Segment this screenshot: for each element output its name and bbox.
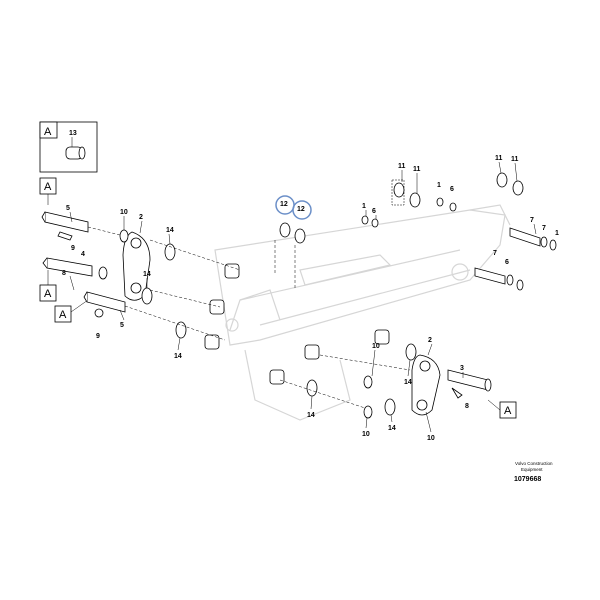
part-label-5: 5 [66, 205, 70, 212]
pin-13-icon [65, 146, 86, 160]
part-label-11: 11 [413, 166, 421, 173]
ref-box-a-1: A [39, 177, 57, 205]
part-label-12: 12 [280, 201, 288, 208]
part-label-13: 13 [69, 130, 77, 137]
part-label-1: 1 [362, 203, 366, 210]
part-label-14: 14 [166, 227, 174, 234]
washer-group [119, 229, 417, 419]
part-label-10: 10 [120, 209, 128, 216]
pin-assembly-middle-left [42, 257, 108, 291]
part-label-14: 14 [174, 353, 182, 360]
part-label-10: 10 [362, 431, 370, 438]
leader-lines [69, 161, 537, 433]
part-label-4: 4 [81, 251, 85, 258]
part-label-8: 8 [62, 270, 66, 277]
part-label-5: 5 [120, 322, 124, 329]
part-label-11: 11 [511, 156, 519, 163]
bushing-group [204, 263, 390, 385]
part-label-14: 14 [388, 425, 396, 432]
part-label-6: 6 [505, 259, 509, 266]
part-label-9: 9 [71, 245, 75, 252]
part-label-14: 14 [143, 271, 151, 278]
pin-axes [124, 239, 411, 409]
pin-assembly-lower-left [83, 291, 126, 318]
pin-3-right [447, 369, 492, 399]
title-block: Volvo Construction Equipment 1079668 [514, 461, 553, 483]
part-label-6: 7 [542, 225, 546, 232]
arm-outline [214, 204, 511, 421]
shim-stacks-11 [361, 172, 524, 228]
svg-text:A: A [59, 309, 67, 321]
part-label-10: 10 [427, 435, 435, 442]
shim-stacks-12 [274, 195, 312, 290]
part-label-12: 12 [297, 206, 305, 213]
part-label-2: 2 [139, 214, 143, 221]
part-label-2: 2 [428, 337, 432, 344]
part-labels: 5 10 2 14 9 4 14 8 5 9 14 12 12 1 6 11 1… [62, 155, 559, 442]
part-label-11: 11 [398, 163, 406, 170]
highlight-ring-12-right [292, 200, 312, 220]
part-label-6: 6 [450, 186, 454, 193]
part-label-8: 8 [465, 403, 469, 410]
svg-text:A: A [504, 405, 512, 417]
detail-box-letter: A [44, 126, 52, 138]
pin-7-lower [474, 267, 524, 291]
link-plate-left [122, 231, 151, 301]
part-label-1: 1 [555, 230, 559, 237]
drawing-number: 1079668 [514, 476, 541, 483]
part-label-7: 7 [530, 217, 534, 224]
part-label-3: 3 [460, 365, 464, 372]
part-label-14: 14 [404, 379, 412, 386]
brand-line-2: Equipment [521, 467, 543, 472]
ref-box-a-3: A [54, 299, 89, 323]
part-label-7: 7 [493, 250, 497, 257]
svg-text:A: A [44, 288, 52, 300]
part-label-9: 9 [96, 333, 100, 340]
part-label-10: 10 [372, 343, 380, 350]
pin-assembly-upper-left [41, 211, 121, 241]
part-label-11: 11 [495, 155, 503, 162]
link-plate-right [411, 354, 441, 416]
part-label-1: 1 [437, 182, 441, 189]
ref-box-a-4: A [487, 399, 517, 419]
ref-box-a-2: A [39, 270, 57, 302]
detail-box-13: A 13 [39, 121, 98, 173]
pin-7-upper [509, 227, 557, 251]
part-label-14: 14 [307, 412, 315, 419]
part-label-6: 6 [372, 208, 376, 215]
svg-text:A: A [44, 181, 52, 193]
brand-line-1: Volvo Construction [515, 461, 553, 466]
